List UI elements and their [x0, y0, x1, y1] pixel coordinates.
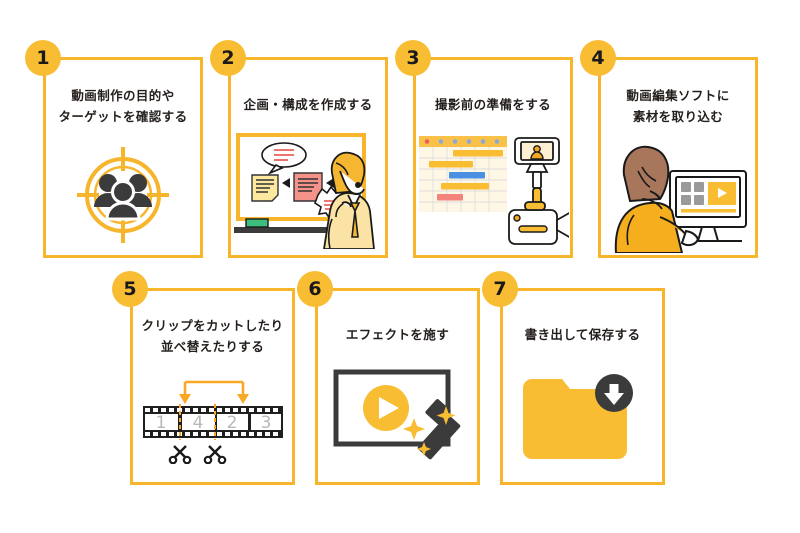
step-card-6: エフェクトを施す [315, 288, 480, 485]
step-badge-3: 3 [395, 40, 431, 76]
step-badge-7: 7 [482, 271, 518, 307]
svg-text:3: 3 [260, 413, 271, 433]
folder-download-icon [503, 363, 662, 468]
svg-text:4: 4 [192, 413, 203, 433]
step-card-1: 動画制作の目的や ターゲットを確認する [43, 57, 203, 258]
step-card-4-title: 動画編集ソフトに 素材を取り込む [626, 88, 730, 124]
schedule-camera-icon [416, 132, 570, 250]
whiteboard-planning-icon [231, 132, 385, 250]
person-at-computer-icon [601, 136, 755, 254]
step-badge-5: 5 [112, 271, 148, 307]
step-badge-6: 6 [297, 271, 333, 307]
step-badge-1: 1 [25, 40, 61, 76]
step-card-7-title: 書き出して保存する [524, 327, 641, 342]
step-card-3-title: 撮影前の準備をする [434, 97, 552, 112]
step-card-4: 動画編集ソフトに 素材を取り込む [598, 57, 758, 258]
step-card-5: クリップをカットしたり 並べ替えたりする [130, 288, 295, 485]
step-card-7: 書き出して保存する [500, 288, 665, 485]
svg-text:1: 1 [155, 413, 166, 433]
svg-text:2: 2 [226, 413, 237, 433]
magic-wand-video-icon [318, 363, 477, 471]
step-card-1-title: 動画制作の目的や ターゲットを確認する [58, 88, 188, 124]
target-audience-icon [46, 142, 200, 247]
step-card-5-title: クリップをカットしたり 並べ替えたりする [141, 318, 284, 354]
step-card-6-title: エフェクトを施す [345, 327, 450, 342]
step-card-2: 企画・構成を作成する [228, 57, 388, 258]
step-badge-4: 4 [580, 40, 616, 76]
step-card-2-title: 企画・構成を作成する [243, 97, 373, 112]
step-card-3: 撮影前の準備をする [413, 57, 573, 258]
step-badge-2: 2 [210, 40, 246, 76]
film-strip-cut-icon: 1 4 2 3 [133, 369, 292, 464]
